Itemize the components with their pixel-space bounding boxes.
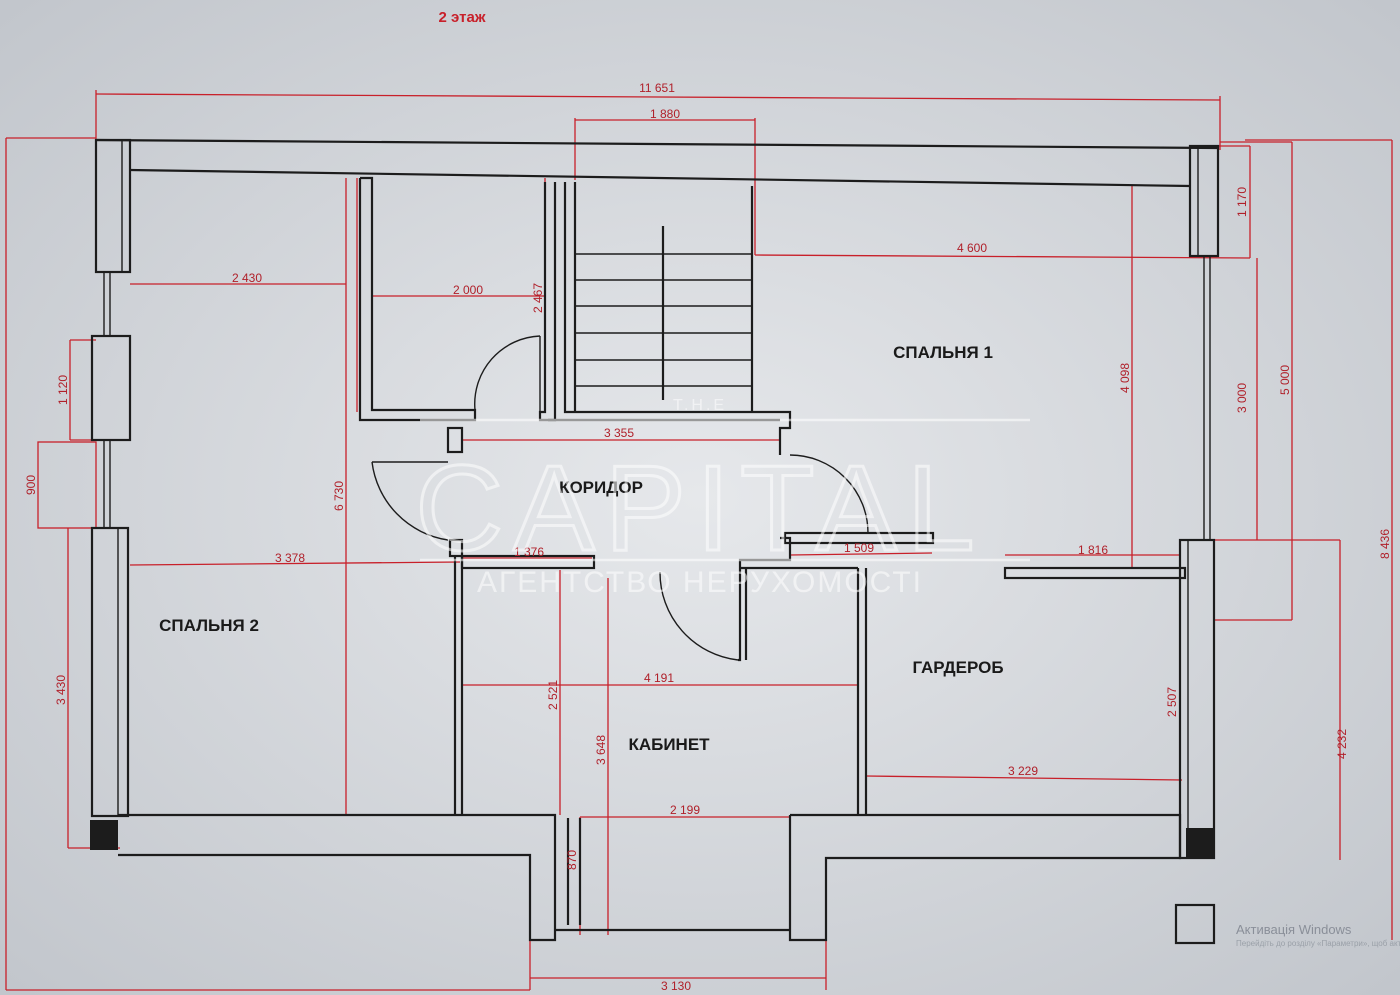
dim-bedroom1-width: 4 600 bbox=[957, 241, 987, 255]
dim-total-width: 11 651 bbox=[639, 81, 675, 95]
dim-height-6730: 6 730 bbox=[332, 481, 346, 511]
dim-top-right-depth: 1 170 bbox=[1235, 187, 1249, 217]
activation-subtitle: Перейдіть до розділу «Параметри», щоб ак… bbox=[1236, 939, 1400, 948]
dimension-labels: 11 651 1 880 1 170 4 600 2 430 2 000 2 4… bbox=[24, 81, 1392, 993]
room-label-wardrobe: ГАРДЕРОБ bbox=[912, 658, 1003, 677]
dim-balcony-2199: 2 199 bbox=[670, 803, 700, 817]
dim-stair-width: 1 880 bbox=[650, 107, 680, 121]
watermark-brand: CAPITAL bbox=[415, 440, 984, 576]
walls bbox=[90, 138, 1220, 945]
dim-bottom-3130: 3 130 bbox=[661, 979, 691, 993]
dim-left-900: 900 bbox=[24, 475, 38, 495]
dim-balcony-870: 870 bbox=[565, 850, 579, 870]
windows-activation-notice: Активація Windows Перейдіть до розділу «… bbox=[1236, 922, 1400, 948]
dimension-lines bbox=[5, 90, 1393, 991]
dim-office-width: 4 191 bbox=[644, 671, 674, 685]
dim-closet-height: 2 467 bbox=[531, 283, 545, 313]
dim-corridor-1509: 1 509 bbox=[844, 541, 874, 555]
room-label-bedroom1: СПАЛЬНЯ 1 bbox=[893, 343, 993, 362]
dim-right-4232: 4 232 bbox=[1335, 729, 1349, 759]
dim-bedroom2-width: 3 378 bbox=[275, 551, 305, 565]
dim-left-3430: 3 430 bbox=[54, 675, 68, 705]
dim-corridor-1376: 1 376 bbox=[514, 545, 544, 559]
dim-corridor-width: 3 355 bbox=[604, 426, 634, 440]
watermark-small: T.H.E bbox=[673, 397, 727, 414]
door-swings bbox=[371, 335, 869, 661]
dim-right-5000: 5 000 bbox=[1278, 365, 1292, 395]
dim-closet-width: 2 000 bbox=[453, 283, 483, 297]
dim-right-8436: 8 436 bbox=[1378, 529, 1392, 559]
watermark: T.H.E CAPITAL АГЕНТСТВО НЕРУХОМОСТІ bbox=[414, 397, 1030, 599]
dim-wardrobe-width: 3 229 bbox=[1008, 764, 1038, 778]
room-label-corridor: КОРИДОР bbox=[559, 478, 643, 497]
staircase bbox=[575, 226, 752, 400]
dim-right-3000: 3 000 bbox=[1235, 383, 1249, 413]
dim-bedroom1-height: 4 098 bbox=[1118, 363, 1132, 393]
dim-left-upper-width: 2 430 bbox=[232, 271, 262, 285]
watermark-tagline: АГЕНТСТВО НЕРУХОМОСТІ bbox=[477, 566, 923, 599]
dim-office-2521: 2 521 bbox=[546, 680, 560, 710]
floor-title: 2 этаж bbox=[439, 9, 486, 26]
dim-wardrobe-height: 2 507 bbox=[1165, 687, 1179, 717]
room-label-office: КАБИНЕТ bbox=[628, 735, 710, 754]
activation-title: Активація Windows bbox=[1236, 922, 1352, 937]
room-label-bedroom2: СПАЛЬНЯ 2 bbox=[159, 616, 259, 635]
dim-office-3648: 3 648 bbox=[594, 735, 608, 765]
dim-bedroom1-1816: 1 816 bbox=[1078, 543, 1108, 557]
dim-left-window: 1 120 bbox=[56, 375, 70, 405]
